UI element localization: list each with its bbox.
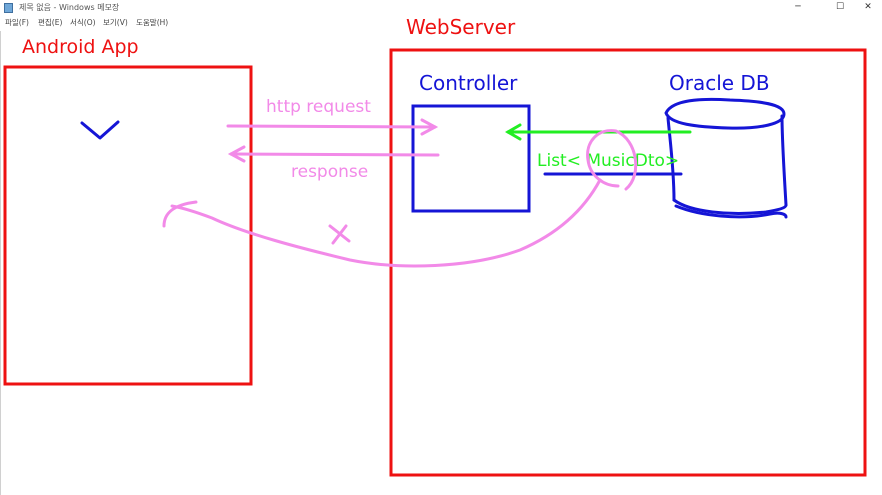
notepad-icon xyxy=(4,3,13,13)
title-bar: 제목 없음 - Windows 메모장 ─ ☐ ✕ xyxy=(0,0,882,16)
maximize-button[interactable]: ☐ xyxy=(835,2,845,12)
request-arrow xyxy=(226,118,439,136)
menu-help[interactable]: 도움말(H) xyxy=(136,18,169,27)
minimize-button[interactable]: ─ xyxy=(795,2,801,12)
menu-file[interactable]: 파일(F) xyxy=(5,18,29,27)
android-app-box xyxy=(3,65,253,386)
list-music-dto-label: List< MusicDto> xyxy=(537,151,679,171)
pink-return-curve xyxy=(162,129,638,268)
response-label: response xyxy=(291,162,368,182)
controller-label: Controller xyxy=(419,71,518,95)
controller-box xyxy=(411,104,531,213)
oracle-db-label: Oracle DB xyxy=(669,71,770,95)
database-icon xyxy=(664,97,788,219)
window-title: 제목 없음 - Windows 메모장 xyxy=(19,3,120,12)
webserver-label: WebServer xyxy=(406,15,516,39)
menu-edit[interactable]: 편집(E) xyxy=(38,18,63,27)
menu-bar: 파일(F) 편집(E) 서식(O) 보기(V) 도움말(H) xyxy=(0,16,882,31)
close-button[interactable]: ✕ xyxy=(864,2,872,12)
editor-left-edge xyxy=(0,31,1,495)
check-icon xyxy=(80,120,120,140)
x-mark-icon xyxy=(328,224,351,245)
menu-view[interactable]: 보기(V) xyxy=(103,18,128,27)
webserver-box xyxy=(389,48,867,477)
menu-format[interactable]: 서식(O) xyxy=(70,18,96,27)
android-app-label: Android App xyxy=(22,36,139,58)
http-request-label: http request xyxy=(266,97,371,117)
response-arrow xyxy=(227,145,440,163)
